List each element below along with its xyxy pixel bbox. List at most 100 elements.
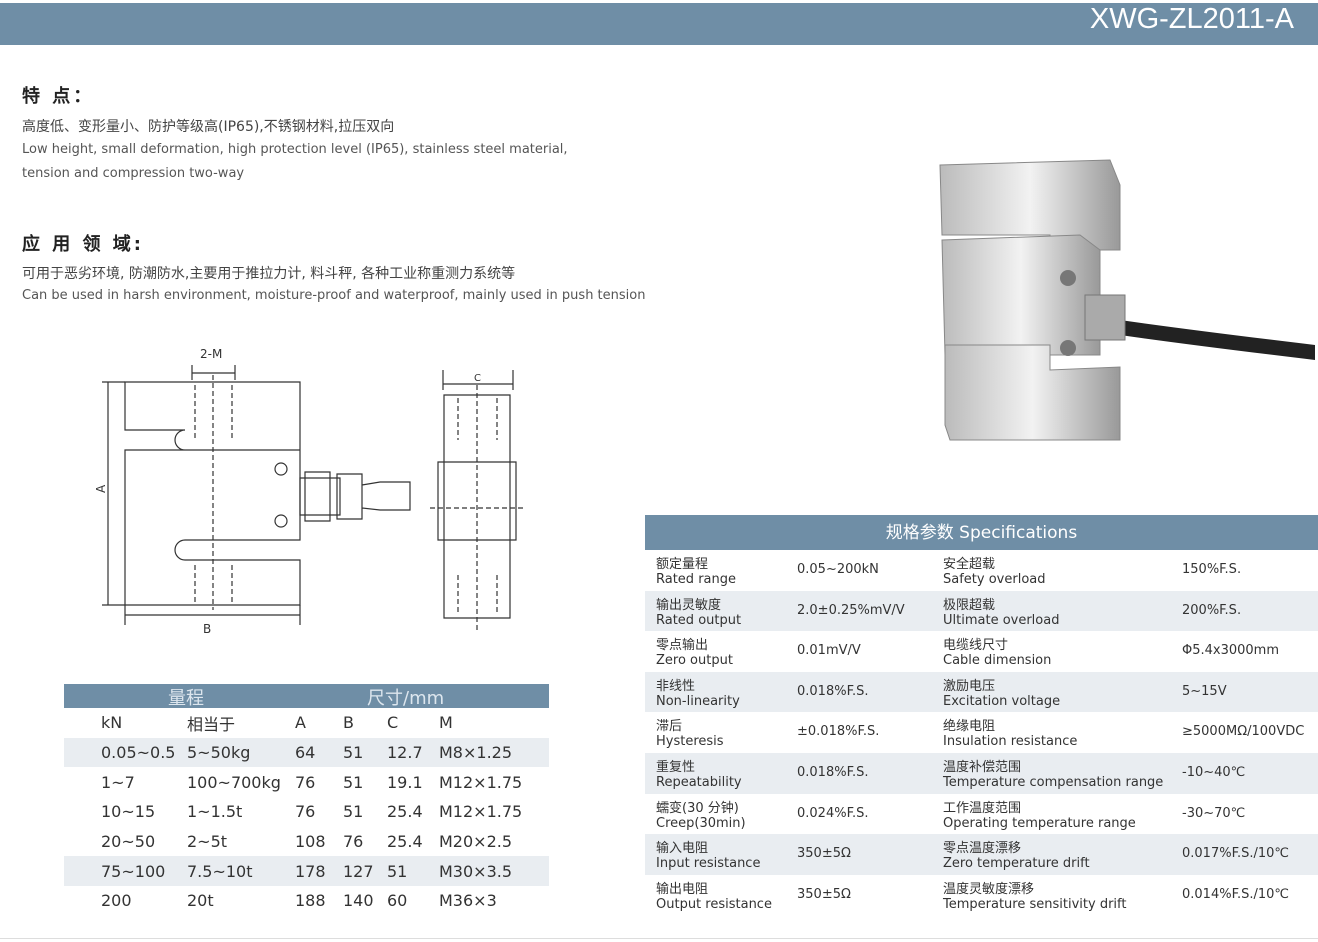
table-cell: 51 bbox=[343, 772, 364, 792]
label-a: A bbox=[94, 484, 108, 493]
table-cell: 51 bbox=[343, 802, 364, 822]
param-cn: 额定量程 bbox=[656, 557, 709, 572]
param-en: Hysteresis bbox=[656, 734, 724, 750]
divider bbox=[0, 938, 1318, 939]
table-cell: 12.7 bbox=[387, 743, 423, 763]
param-value: -10~40℃ bbox=[1182, 764, 1246, 780]
table-cell: M12×1.75 bbox=[439, 772, 523, 792]
param-cn: 极限超载 bbox=[943, 597, 996, 613]
param-cn: 激励电压 bbox=[943, 678, 996, 694]
table-cell: 1~1.5t bbox=[187, 802, 243, 822]
table-cell: 2~5t bbox=[187, 832, 228, 852]
table-cell: 178 bbox=[295, 861, 326, 881]
param-en: Cable dimension bbox=[943, 653, 1052, 669]
header-bar bbox=[0, 3, 1318, 45]
param-value: 0.024%F.S. bbox=[797, 805, 869, 821]
features-en-1: Low height, small deformation, high prot… bbox=[22, 142, 568, 157]
technical-drawing: 2-M A B C bbox=[94, 347, 525, 636]
table-cell: 75~100 bbox=[101, 861, 166, 881]
table-cell: 108 bbox=[295, 832, 326, 852]
table-cell: 140 bbox=[343, 891, 374, 911]
param-value: 350±5Ω bbox=[797, 886, 851, 902]
param-cn: 零点温度漂移 bbox=[943, 841, 1022, 857]
param-cn: 非线性 bbox=[656, 678, 696, 694]
header-b: B bbox=[343, 713, 354, 733]
table-cell: M20×2.5 bbox=[439, 832, 513, 852]
application-cn: 可用于恶劣环境, 防潮防水,主要用于推拉力计, 料斗秤, 各种工业称重测力系统等 bbox=[22, 266, 516, 282]
param-value: 0.018%F.S. bbox=[797, 683, 869, 699]
table-cell: 51 bbox=[343, 743, 364, 763]
param-value: -30~70℃ bbox=[1182, 805, 1246, 821]
table-cell: 188 bbox=[295, 891, 326, 911]
label-c: C bbox=[474, 373, 481, 384]
param-en: Repeatability bbox=[656, 774, 742, 790]
table-cell: 1~7 bbox=[101, 772, 135, 792]
table-cell: M12×1.75 bbox=[439, 802, 523, 822]
table-cell: M8×1.25 bbox=[439, 743, 513, 763]
table-row: 1~7 100~700kg 76 51 19.1 M12×1.75 bbox=[64, 767, 549, 797]
param-cn: 蠕变(30 分钟) bbox=[656, 800, 739, 816]
param-cn: 安全超载 bbox=[943, 557, 996, 572]
table-cell: 64 bbox=[295, 743, 316, 763]
table-cell: 100~700kg bbox=[187, 772, 281, 792]
param-en: Zero output bbox=[656, 653, 733, 669]
table-cell: M30×3.5 bbox=[439, 861, 513, 881]
param-value: ±0.018%F.S. bbox=[797, 724, 880, 740]
param-cn: 滞后 bbox=[656, 719, 683, 735]
table-cell: 60 bbox=[387, 891, 408, 911]
param-en: Zero temperature drift bbox=[943, 856, 1090, 872]
param-en: Excitation voltage bbox=[943, 693, 1061, 709]
table-cell: M36×3 bbox=[439, 891, 497, 911]
param-en: Insulation resistance bbox=[943, 734, 1078, 750]
param-cn: 温度灵敏度漂移 bbox=[943, 881, 1035, 897]
param-value: 0.014%F.S./10℃ bbox=[1182, 886, 1289, 902]
param-value: 0.01mV/V bbox=[797, 643, 861, 659]
param-value: 5~15V bbox=[1182, 683, 1227, 699]
table-cell: 20t bbox=[187, 891, 214, 911]
param-en: Rated output bbox=[656, 612, 742, 628]
table-cell: 76 bbox=[295, 772, 316, 792]
param-value: 0.05~200kN bbox=[797, 562, 879, 577]
table-cell: 127 bbox=[343, 861, 374, 881]
model-title: XWG-ZL2011-A bbox=[1089, 3, 1294, 35]
param-value: 200%F.S. bbox=[1182, 602, 1242, 618]
table-cell: 5~50kg bbox=[187, 743, 251, 763]
param-en: Ultimate overload bbox=[943, 612, 1060, 628]
param-en: Rated range bbox=[656, 572, 736, 587]
param-value: 0.018%F.S. bbox=[797, 764, 869, 780]
label-m: 2-M bbox=[200, 347, 222, 361]
header-kn: kN bbox=[101, 713, 123, 733]
param-en: Safety overload bbox=[943, 572, 1046, 587]
table-cell: 19.1 bbox=[387, 772, 423, 792]
group-size: 尺寸/mm bbox=[367, 688, 445, 709]
spec-title: 规格参数 Specifications bbox=[645, 515, 1318, 550]
param-cn: 温度补偿范围 bbox=[943, 759, 1022, 775]
param-value: ≥5000MΩ/100VDC bbox=[1182, 724, 1305, 740]
table-cell: 51 bbox=[387, 861, 408, 881]
param-en: Output resistance bbox=[656, 896, 772, 912]
param-en: Creep(30min) bbox=[656, 815, 746, 831]
features-en-2: tension and compression two-way bbox=[22, 166, 245, 181]
table-cell: 76 bbox=[343, 832, 364, 852]
param-en: Input resistance bbox=[656, 856, 761, 872]
table-cell: 20~50 bbox=[101, 832, 156, 852]
application-heading: 应 用 领 域: bbox=[22, 234, 144, 255]
param-value: 2.0±0.25%mV/V bbox=[797, 602, 905, 618]
param-cn: 输出灵敏度 bbox=[656, 597, 722, 613]
header-m: M bbox=[439, 713, 453, 733]
